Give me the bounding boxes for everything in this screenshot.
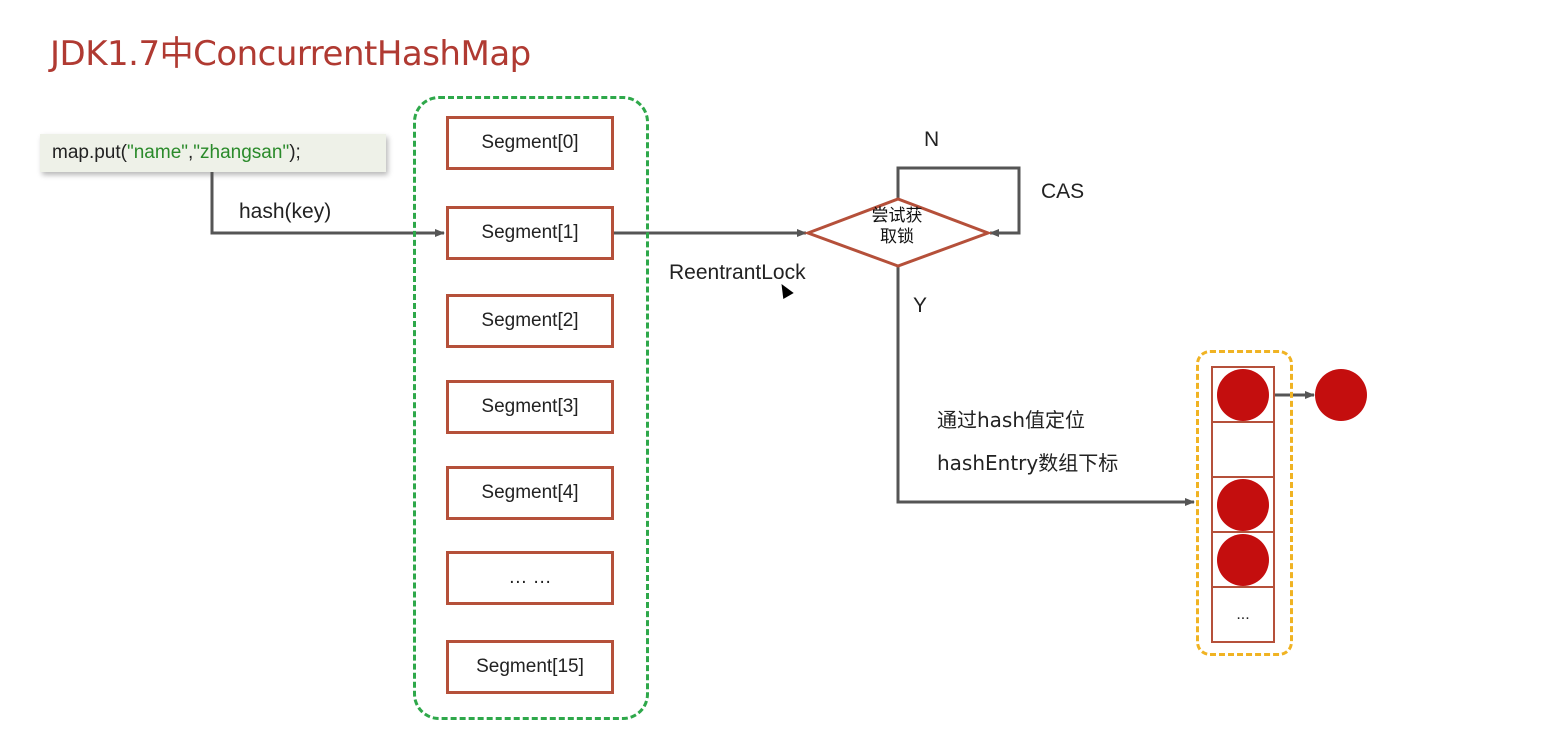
code-prefix: map.put( [52, 142, 127, 163]
retry-loop-arrow [896, 166, 1021, 237]
code-arg-value: "zhangsan" [193, 142, 290, 163]
bucket-ellipsis: ... [1211, 586, 1275, 643]
segment-1: Segment[1] [446, 206, 614, 260]
segment-array [413, 96, 649, 720]
hash-key-label: hash(key) [239, 200, 332, 223]
reentrant-lock-label: ReentrantLock [669, 261, 806, 284]
code-arg-key: "name" [126, 142, 189, 163]
code-suffix: ); [289, 142, 301, 163]
locate-line2: hashEntry数组下标 [937, 451, 1119, 475]
segment-0: Segment[0] [446, 116, 614, 170]
page-title: JDK1.7中ConcurrentHashMap [50, 34, 531, 74]
segment-ellipsis: … … [446, 551, 614, 605]
hash-entry-array [1196, 350, 1293, 656]
try-lock-diamond [803, 197, 993, 268]
entry-node-0 [1217, 369, 1269, 421]
entry-node-chained [1315, 369, 1367, 421]
acquire-arrow [896, 266, 1195, 506]
try-lock-line2: 取锁 [880, 227, 914, 247]
segment-2: Segment[2] [446, 294, 614, 348]
yes-label: Y [913, 294, 928, 317]
no-label: N [924, 128, 940, 151]
hash-arrow [210, 172, 445, 237]
code-comma: , [188, 142, 194, 163]
bucket-1 [1211, 421, 1275, 478]
segment-15: Segment[15] [446, 640, 614, 694]
entry-node-2 [1217, 479, 1269, 531]
segment-4: Segment[4] [446, 466, 614, 520]
try-lock-line1: 尝试获 [871, 206, 923, 226]
cas-label: CAS [1041, 180, 1085, 203]
segment-3: Segment[3] [446, 380, 614, 434]
entry-node-3 [1217, 534, 1269, 586]
code-snippet: map.put("name","zhangsan"); [40, 134, 386, 172]
locate-line1: 通过hash值定位 [937, 408, 1086, 432]
try-lock-text: 尝试获取锁 [848, 206, 946, 248]
